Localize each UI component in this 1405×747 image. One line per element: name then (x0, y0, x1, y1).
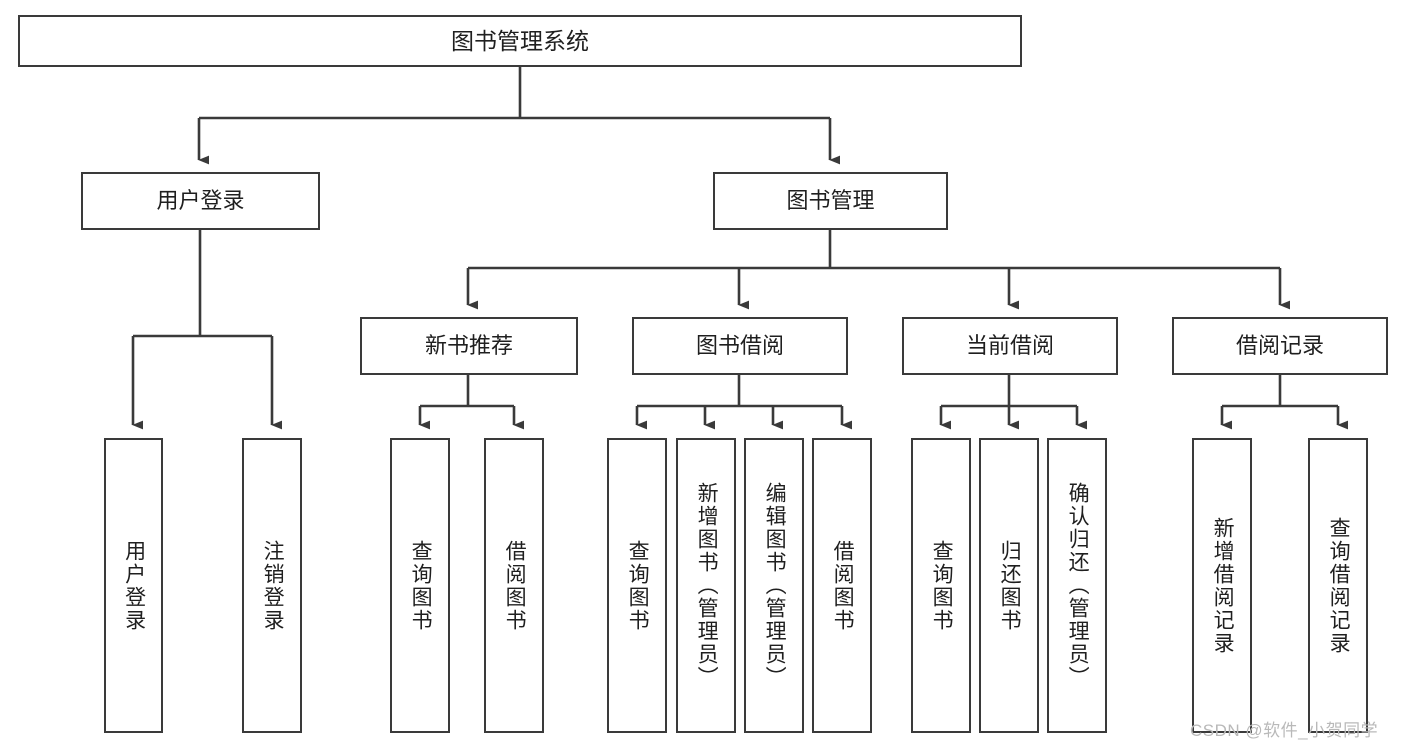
leaf-book-borrow-borrow-label: 借阅图书 (831, 539, 855, 632)
leaf-user-login-logout-label: 注销登录 (261, 539, 285, 632)
node-book-borrow-label: 图书借阅 (695, 333, 784, 359)
leaf-current-borrow-query-label: 查询图书 (930, 539, 954, 632)
leaf-new-book-borrow[interactable]: 借阅图书 (484, 438, 544, 733)
leaf-user-login-login[interactable]: 用户登录 (104, 438, 163, 733)
leaf-user-login-logout[interactable]: 注销登录 (242, 438, 302, 733)
leaf-borrow-record-add[interactable]: 新增借阅记录 (1192, 438, 1252, 733)
leaf-new-book-query[interactable]: 查询图书 (390, 438, 450, 733)
leaf-book-borrow-add-label: 新增图书（管理员） (695, 482, 719, 689)
leaf-book-borrow-add[interactable]: 新增图书（管理员） (676, 438, 736, 733)
node-current-borrow-label: 当前借阅 (965, 333, 1054, 359)
node-current-borrow[interactable]: 当前借阅 (902, 317, 1118, 375)
node-user-login[interactable]: 用户登录 (81, 172, 320, 230)
leaf-borrow-record-query-label: 查询借阅记录 (1327, 516, 1351, 655)
node-new-book-recommend-label: 新书推荐 (424, 333, 513, 359)
node-book-manage[interactable]: 图书管理 (713, 172, 948, 230)
node-borrow-record[interactable]: 借阅记录 (1172, 317, 1388, 375)
leaf-current-borrow-confirm-label: 确认归还（管理员） (1066, 482, 1090, 689)
leaf-new-book-query-label: 查询图书 (409, 539, 433, 632)
leaf-current-borrow-return[interactable]: 归还图书 (979, 438, 1039, 733)
leaf-current-borrow-confirm[interactable]: 确认归还（管理员） (1047, 438, 1107, 733)
leaf-book-borrow-edit-label: 编辑图书（管理员） (763, 482, 787, 689)
node-borrow-record-label: 借阅记录 (1235, 333, 1324, 359)
leaf-current-borrow-return-label: 归还图书 (998, 539, 1022, 632)
node-user-login-label: 用户登录 (156, 188, 245, 214)
leaf-current-borrow-query[interactable]: 查询图书 (911, 438, 971, 733)
leaf-borrow-record-add-label: 新增借阅记录 (1211, 516, 1235, 655)
node-new-book-recommend[interactable]: 新书推荐 (360, 317, 578, 375)
node-book-borrow[interactable]: 图书借阅 (632, 317, 848, 375)
node-root-system-label: 图书管理系统 (451, 27, 589, 54)
leaf-new-book-borrow-label: 借阅图书 (503, 539, 527, 632)
leaf-book-borrow-query[interactable]: 查询图书 (607, 438, 667, 733)
leaf-book-borrow-edit[interactable]: 编辑图书（管理员） (744, 438, 804, 733)
leaf-borrow-record-query[interactable]: 查询借阅记录 (1308, 438, 1368, 733)
node-root-system[interactable]: 图书管理系统 (18, 15, 1022, 67)
node-book-manage-label: 图书管理 (786, 188, 875, 214)
leaf-user-login-login-label: 用户登录 (122, 539, 146, 632)
csdn-watermark: CSDN @软件_小贺同学 (1190, 721, 1379, 740)
leaf-book-borrow-query-label: 查询图书 (626, 539, 650, 632)
leaf-book-borrow-borrow[interactable]: 借阅图书 (812, 438, 872, 733)
